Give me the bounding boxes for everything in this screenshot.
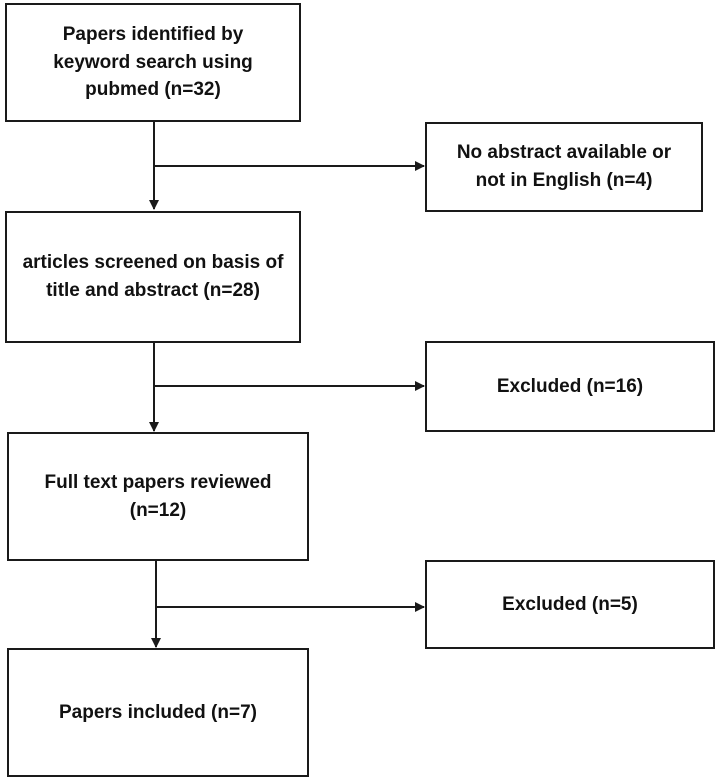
no-abstract-box: No abstract available or not in English …	[425, 122, 703, 212]
excluded-fulltext-text: Excluded (n=5)	[502, 593, 638, 615]
fulltext-text: Full text papers reviewed (n=12)	[44, 471, 272, 521]
screened-box: articles screened on basis of title and …	[5, 211, 301, 343]
fulltext-box: Full text papers reviewed (n=12)	[7, 432, 309, 561]
no-abstract-text: No abstract available or not in English …	[456, 142, 672, 191]
identified-box: Papers identified by keyword search usin…	[5, 3, 301, 122]
identified-text: Papers identified by keyword search usin…	[53, 24, 253, 101]
screened-text: articles screened on basis of title and …	[22, 252, 284, 301]
included-text: Papers included (n=7)	[59, 701, 257, 723]
excluded-screening-box: Excluded (n=16)	[425, 341, 715, 432]
included-box: Papers included (n=7)	[7, 648, 309, 777]
excluded-fulltext-box: Excluded (n=5)	[425, 560, 715, 649]
excluded-screening-text: Excluded (n=16)	[496, 375, 644, 397]
